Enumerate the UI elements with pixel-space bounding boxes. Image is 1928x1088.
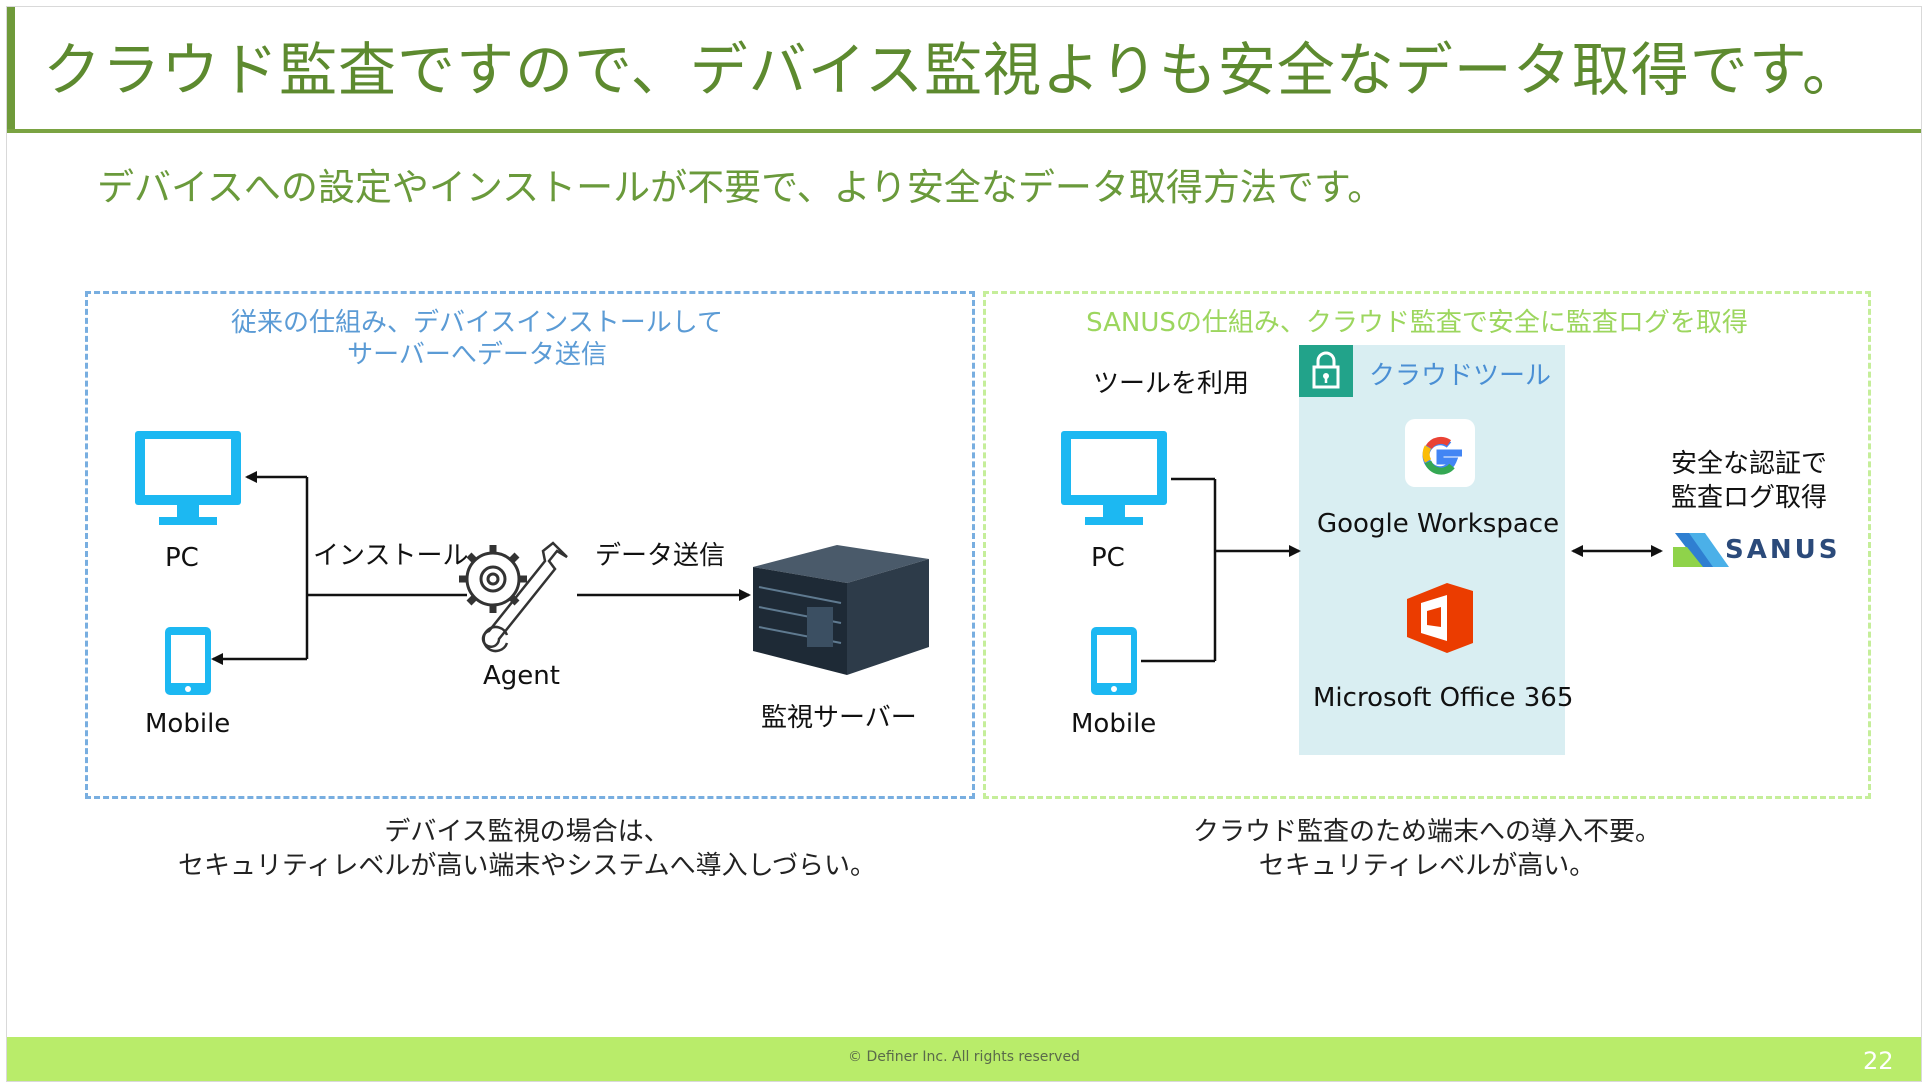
- lock-icon: [1299, 345, 1353, 397]
- office-365-label: Microsoft Office 365: [1313, 683, 1574, 713]
- legacy-title-line1: 従来の仕組み、デバイスインストールして: [231, 308, 723, 338]
- slide: クラウド監査ですので、デバイス監視よりも安全なデータ取得です。 デバイスへの設定…: [6, 6, 1922, 1082]
- pc-label: PC: [1091, 543, 1125, 573]
- cloud-tool-panel: [1299, 345, 1565, 755]
- gear-wrench-icon: [459, 541, 568, 653]
- mobile-label: Mobile: [1071, 709, 1157, 739]
- diagram-graphics: [135, 419, 1729, 695]
- auth-label-line1: 安全な認証で: [1671, 449, 1828, 479]
- legacy-approach-title: 従来の仕組み、デバイスインストールして サーバーへデータ送信: [127, 307, 827, 371]
- sanus-caption-line2: セキュリティレベルが高い。: [1258, 851, 1596, 881]
- title-accent: [7, 7, 15, 131]
- copyright-icon: ©: [848, 1049, 863, 1065]
- legacy-caption-line1: デバイス監視の場合は、: [384, 817, 670, 847]
- pc-monitor-icon: [135, 431, 241, 525]
- cloud-tool-label: クラウドツール: [1369, 361, 1552, 391]
- agent-label: Agent: [483, 661, 560, 691]
- sanus-approach-panel: [983, 291, 1871, 799]
- legacy-caption-line2: セキュリティレベルが高い端末やシステムへ導入しづらい。: [177, 851, 877, 881]
- office-icon: [1407, 583, 1473, 653]
- footer-bar: [7, 1037, 1921, 1081]
- legacy-title-line2: サーバーへデータ送信: [347, 340, 607, 370]
- mobile-phone-icon: [165, 627, 211, 695]
- monitoring-server-label: 監視サーバー: [761, 703, 917, 733]
- pc-monitor-icon: [1061, 431, 1167, 525]
- page-number: 22: [1863, 1047, 1894, 1075]
- sanus-caption-line1: クラウド監査のため端末への導入不要。: [1192, 817, 1661, 847]
- legacy-approach-panel: [85, 291, 975, 799]
- install-connectors: [211, 471, 751, 665]
- title-rule: [7, 129, 1921, 133]
- slide-subtitle: デバイスへの設定やインストールが不要で、より安全なデータ取得方法です。: [97, 166, 1385, 209]
- sanus-logo-text: SANUS: [1725, 535, 1841, 565]
- mobile-label: Mobile: [145, 709, 231, 739]
- server-icon: [753, 545, 929, 675]
- copyright-text: Definer Inc. All rights reserved: [866, 1049, 1080, 1065]
- tool-use-label: ツールを利用: [1093, 369, 1250, 399]
- pc-label: PC: [165, 543, 199, 573]
- install-label: インストール: [313, 541, 469, 571]
- legacy-caption: デバイス監視の場合は、 セキュリティレベルが高い端末やシステムへ導入しづらい。: [127, 815, 927, 883]
- sanus-logo: [1673, 533, 1729, 567]
- data-send-label: データ送信: [595, 541, 726, 571]
- mobile-phone-icon: [1091, 627, 1137, 695]
- title-bar: クラウド監査ですので、デバイス監視よりも安全なデータ取得です。: [7, 7, 1921, 133]
- auth-label-line2: 監査ログ取得: [1671, 483, 1828, 513]
- copyright-notice: © Definer Inc. All rights reserved: [7, 1049, 1921, 1065]
- sanus-caption: クラウド監査のため端末への導入不要。 セキュリティレベルが高い。: [1007, 815, 1847, 883]
- slide-title: クラウド監査ですので、デバイス監視よりも安全なデータ取得です。: [43, 36, 1861, 104]
- google-workspace-label: Google Workspace: [1317, 509, 1560, 539]
- cloud-connectors: [1141, 477, 1663, 663]
- sanus-approach-title: SANUSの仕組み、クラウド監査で安全に監査ログを取得: [1086, 308, 1748, 338]
- google-g-icon: [1405, 419, 1475, 487]
